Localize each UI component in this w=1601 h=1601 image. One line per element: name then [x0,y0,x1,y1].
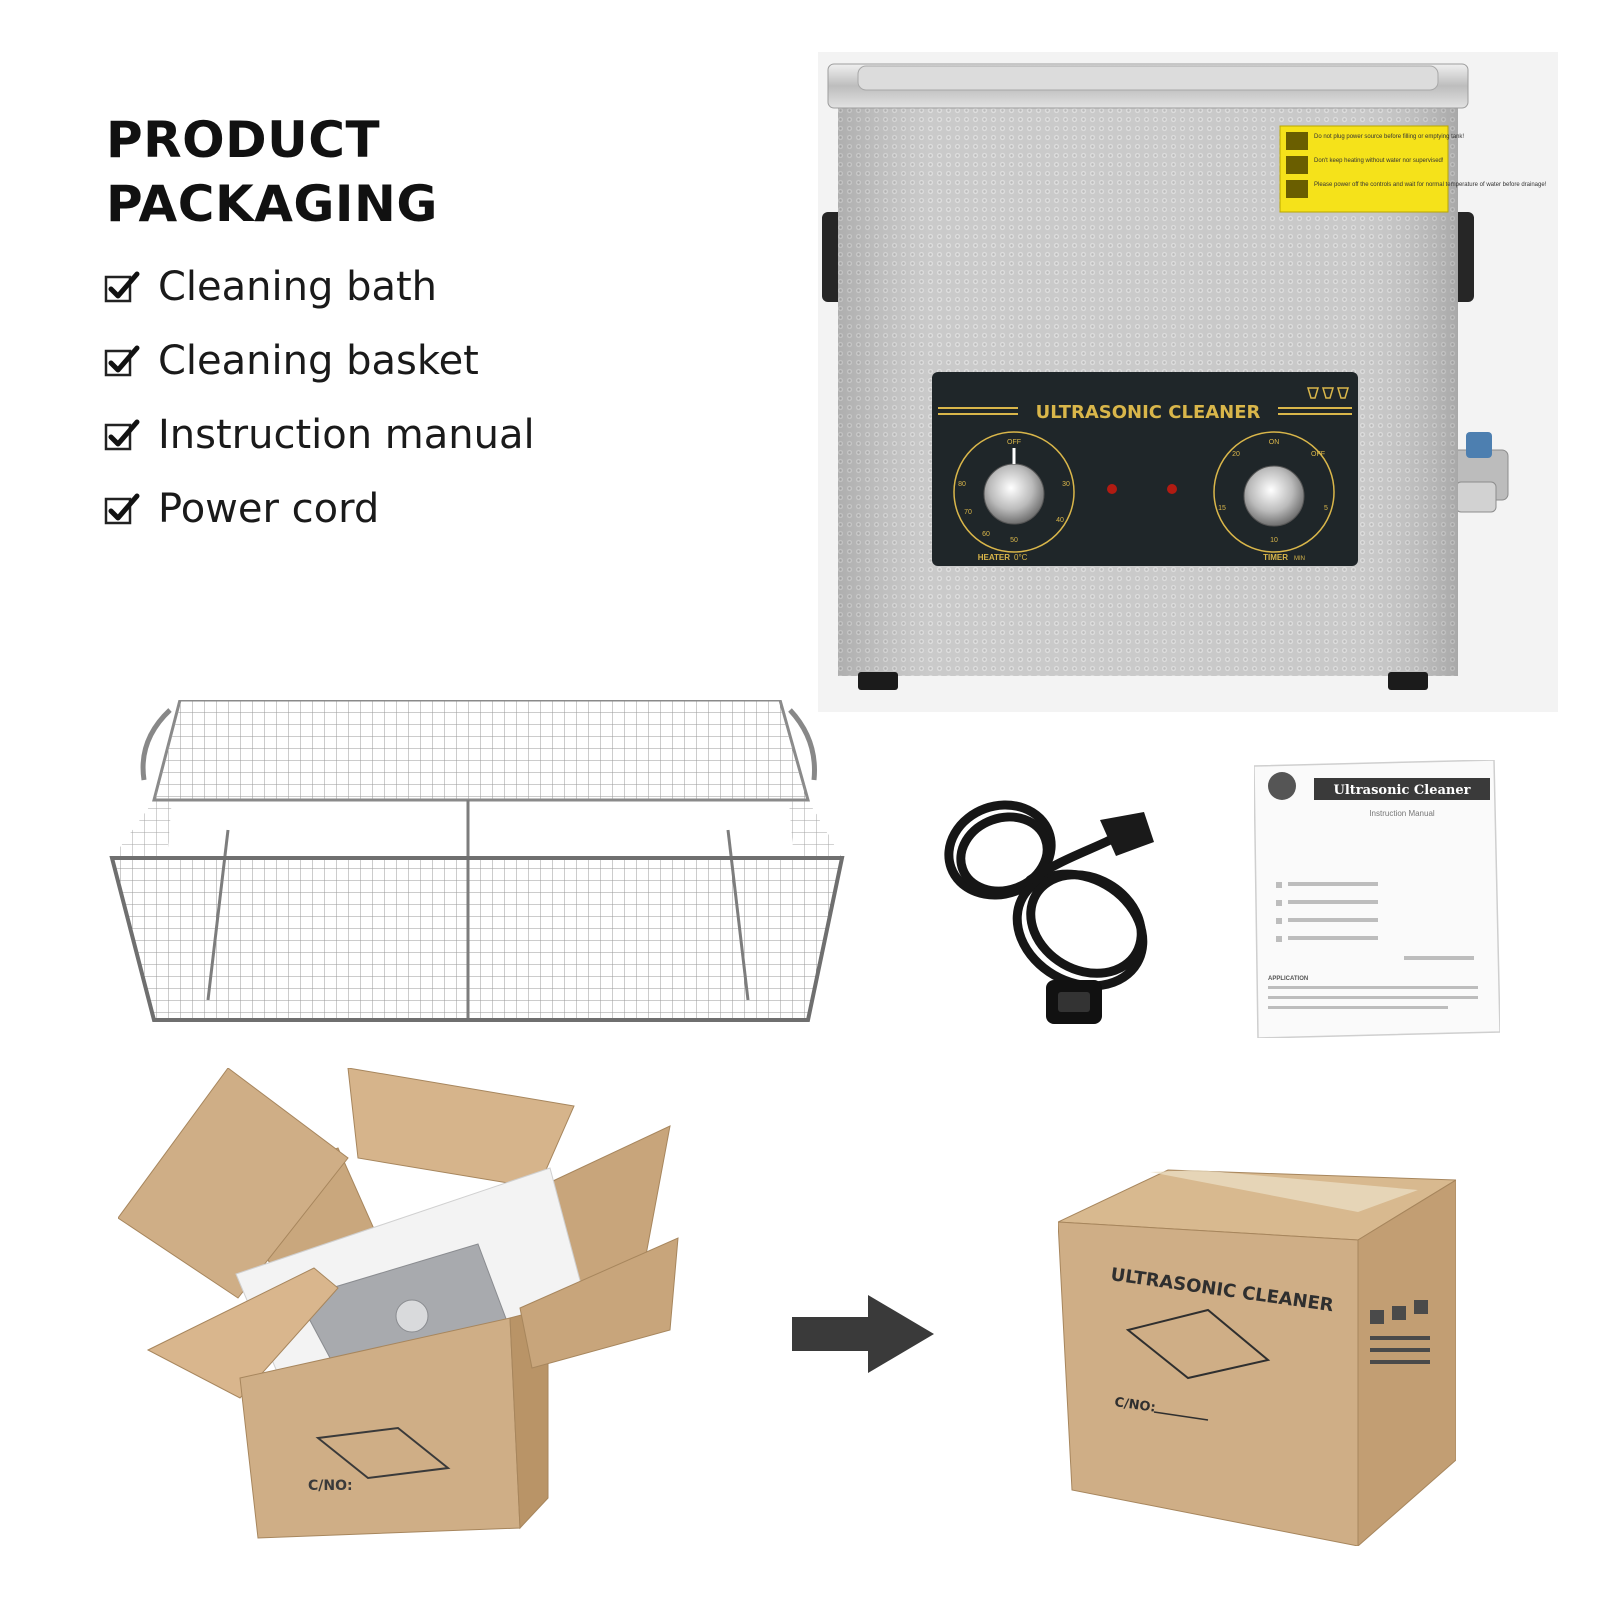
heater-tick-30: 30 [1062,481,1070,488]
checkmark-icon [104,493,140,525]
list-item: Instruction manual [104,398,535,472]
timer-tick-off: OFF [1311,451,1325,458]
panel-title: ULTRASONIC CLEANER [1036,402,1261,423]
heater-tick-60: 60 [982,531,990,538]
list-item-label: Cleaning bath [158,264,438,310]
heater-tick-70: 70 [964,509,972,516]
checkmark-icon [104,419,140,451]
ultrasonic-cleaner-photo: Do not plug power source before filling … [818,52,1558,712]
page-title-line2: PACKAGING [106,175,438,233]
list-item-label: Instruction manual [158,412,535,458]
timer-tick-5: 5 [1324,505,1328,512]
heater-unit: 0°C [1014,553,1028,562]
list-item: Cleaning basket [104,324,535,398]
package-contents-list: Cleaning bath Cleaning basket Instructio… [104,250,535,546]
arrow-right-icon [792,1295,934,1373]
heater-tick-50: 50 [1010,537,1018,544]
heater-dial-ring [953,431,1075,553]
list-item: Cleaning bath [104,250,535,324]
manual-logo [1268,772,1296,800]
cleaning-basket-photo [109,700,845,1022]
warning-line-1: Do not plug power source before filling … [1314,134,1464,140]
heater-knob[interactable] [983,463,1045,525]
warning-line-3: Please power off the controls and wait f… [1314,182,1547,188]
page-title: PRODUCT PACKAGING [106,108,438,236]
power-indicator-light [1107,484,1117,494]
checkmark-icon [104,345,140,377]
timer-tick-15: 15 [1218,505,1226,512]
closed-box-photo: ULTRASONIC CLEANER C/NO: [1058,1169,1456,1546]
heater-label: HEATER [978,553,1011,562]
heater-tick-off: OFF [1007,439,1021,446]
power-cord-photo [944,800,1154,1024]
timer-tick-on: ON [1269,439,1280,446]
checkmark-icon [104,271,140,303]
open-box-mark: C/NO: [308,1478,353,1494]
timer-label: TIMER [1263,553,1288,562]
manual-title: Ultrasonic Cleaner [1334,783,1471,798]
timer-unit: MIN [1294,556,1305,562]
list-item-label: Power cord [158,486,380,532]
heater-tick-80: 80 [958,481,966,488]
manual-subtitle: Instruction Manual [1369,809,1435,818]
instruction-manual-photo: Ultrasonic Cleaner Instruction Manual AP… [1254,760,1500,1038]
open-box-photo: C/NO: [118,1068,679,1539]
heater-tick-40: 40 [1056,517,1064,524]
timer-knob[interactable] [1243,465,1305,527]
timer-dial-ring [1213,431,1335,553]
timer-tick-10: 10 [1270,537,1278,544]
timer-tick-20: 20 [1232,451,1240,458]
heat-indicator-light [1167,484,1177,494]
list-item: Power cord [104,472,535,546]
page-title-line1: PRODUCT [106,111,381,169]
manual-application-label: APPLICATION [1268,976,1308,982]
warning-line-2: Don't keep heating without water nor sup… [1314,158,1444,164]
list-item-label: Cleaning basket [158,338,479,384]
closed-box-mark: C/NO: [1113,1395,1156,1416]
